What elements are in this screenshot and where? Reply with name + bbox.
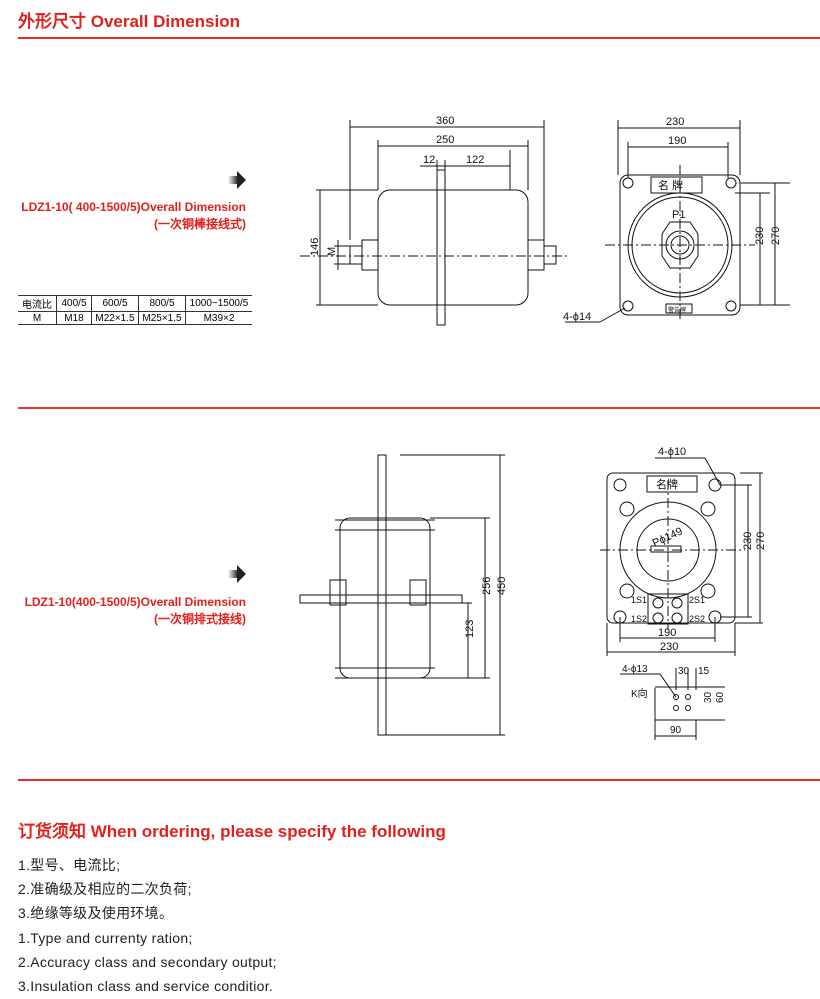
dim-270-v: 270	[770, 227, 782, 245]
ordering-list: 1.型号、电流比; 2.准确级及相应的二次负荷; 3.绝缘等级及使用环境。 1.…	[18, 853, 277, 998]
cell: M18	[56, 311, 92, 325]
dim-12: 12	[423, 154, 435, 166]
list-item: 2.Accuracy class and secondary output;	[18, 953, 277, 970]
list-item: 1.Type and currenty ration;	[18, 929, 193, 946]
warning-plate: 警告牌	[668, 306, 686, 314]
dim-230: 230	[666, 116, 684, 128]
arrow-right-icon	[228, 565, 246, 583]
dim-230-v: 230	[742, 532, 754, 550]
dim-230-v: 230	[754, 227, 766, 245]
dim-360: 360	[436, 115, 454, 127]
caption-drawing-2: LDZ1-10(400-1500/5)Overall Dimension (一次铜…	[10, 594, 246, 628]
cell: 600/5	[91, 295, 139, 312]
caption-line: LDZ1-10( 400-1500/5)Overall Dimension	[21, 200, 246, 214]
dim-250: 250	[436, 134, 454, 146]
dim-146: 146	[309, 238, 321, 256]
cell: M	[18, 311, 57, 325]
cell: 400/5	[56, 295, 92, 312]
cell: M39×2	[185, 311, 252, 325]
side-view-2	[299, 454, 505, 736]
dim-holes: 4-ϕ10	[658, 446, 686, 458]
list-item: 3.Insulation class and service conditior…	[18, 978, 274, 995]
k-view-label: K向	[631, 687, 648, 700]
cell: 800/5	[138, 295, 186, 312]
k-dim-60-v: 60	[715, 691, 726, 703]
nameplate-label: 名牌	[656, 477, 678, 491]
caption-line: (一次铜棒接线式)	[154, 217, 246, 231]
drawing-2: 256 450 123 4-ϕ10 230 270 190 230 名牌 Pϕ1…	[299, 446, 767, 740]
dim-230: 230	[660, 641, 678, 653]
dim-450: 450	[496, 577, 508, 595]
k-dim-30: 30	[678, 666, 690, 677]
terminal-1s1: 1S1	[631, 595, 647, 605]
k-view-holes: 4-ϕ13	[622, 664, 648, 675]
dim-190: 190	[658, 627, 676, 639]
list-item: 3.绝缘等级及使用环境。	[18, 905, 174, 922]
dim-122: 122	[466, 154, 484, 166]
cell: 电流比	[18, 295, 57, 312]
k-view	[620, 668, 725, 740]
front-view-1	[565, 120, 790, 323]
front-view-2	[600, 457, 763, 656]
terminal-2s1: 2S1	[689, 595, 705, 605]
cell: M25×1.5	[138, 311, 186, 325]
k-dim-30-v: 30	[703, 691, 714, 703]
k-dim-90: 90	[670, 725, 682, 736]
list-item: 2.准确级及相应的二次负荷;	[18, 881, 192, 898]
arrow-right-icon	[228, 171, 246, 189]
terminal-p1: P1	[672, 209, 685, 221]
dim-270-v: 270	[755, 532, 767, 550]
dim-holes: 4-ϕ14	[563, 311, 591, 323]
side-view-1	[300, 120, 570, 326]
nameplate-label: 名 牌	[658, 178, 683, 192]
divider	[18, 407, 820, 409]
k-dim-15: 15	[698, 666, 710, 677]
cell: 1000~1500/5	[185, 295, 252, 312]
caption-line: (一次铜排式接线)	[154, 612, 246, 626]
dim-123: 123	[464, 620, 476, 638]
dim-190: 190	[668, 135, 686, 147]
list-item: 1.型号、电流比;	[18, 857, 121, 873]
terminal-1s2: 1S2	[631, 614, 647, 624]
section-title-overall-dimension: 外形尺寸 Overall Dimension	[18, 12, 240, 31]
caption-drawing-1: LDZ1-10( 400-1500/5)Overall Dimension (一次…	[10, 199, 246, 233]
dim-m: M	[326, 247, 338, 256]
divider	[18, 779, 820, 781]
terminal-2s2: 2S2	[689, 614, 705, 624]
caption-line: LDZ1-10(400-1500/5)Overall Dimension	[24, 595, 246, 609]
section-title-ordering: 订货须知 When ordering, please specify the f…	[18, 822, 446, 841]
drawing-1: 360 250 12 122 146 M 230 190 230 270 4-ϕ…	[300, 115, 790, 326]
dim-256: 256	[481, 577, 493, 595]
divider	[18, 37, 820, 39]
cell: M22×1.5	[91, 311, 139, 325]
